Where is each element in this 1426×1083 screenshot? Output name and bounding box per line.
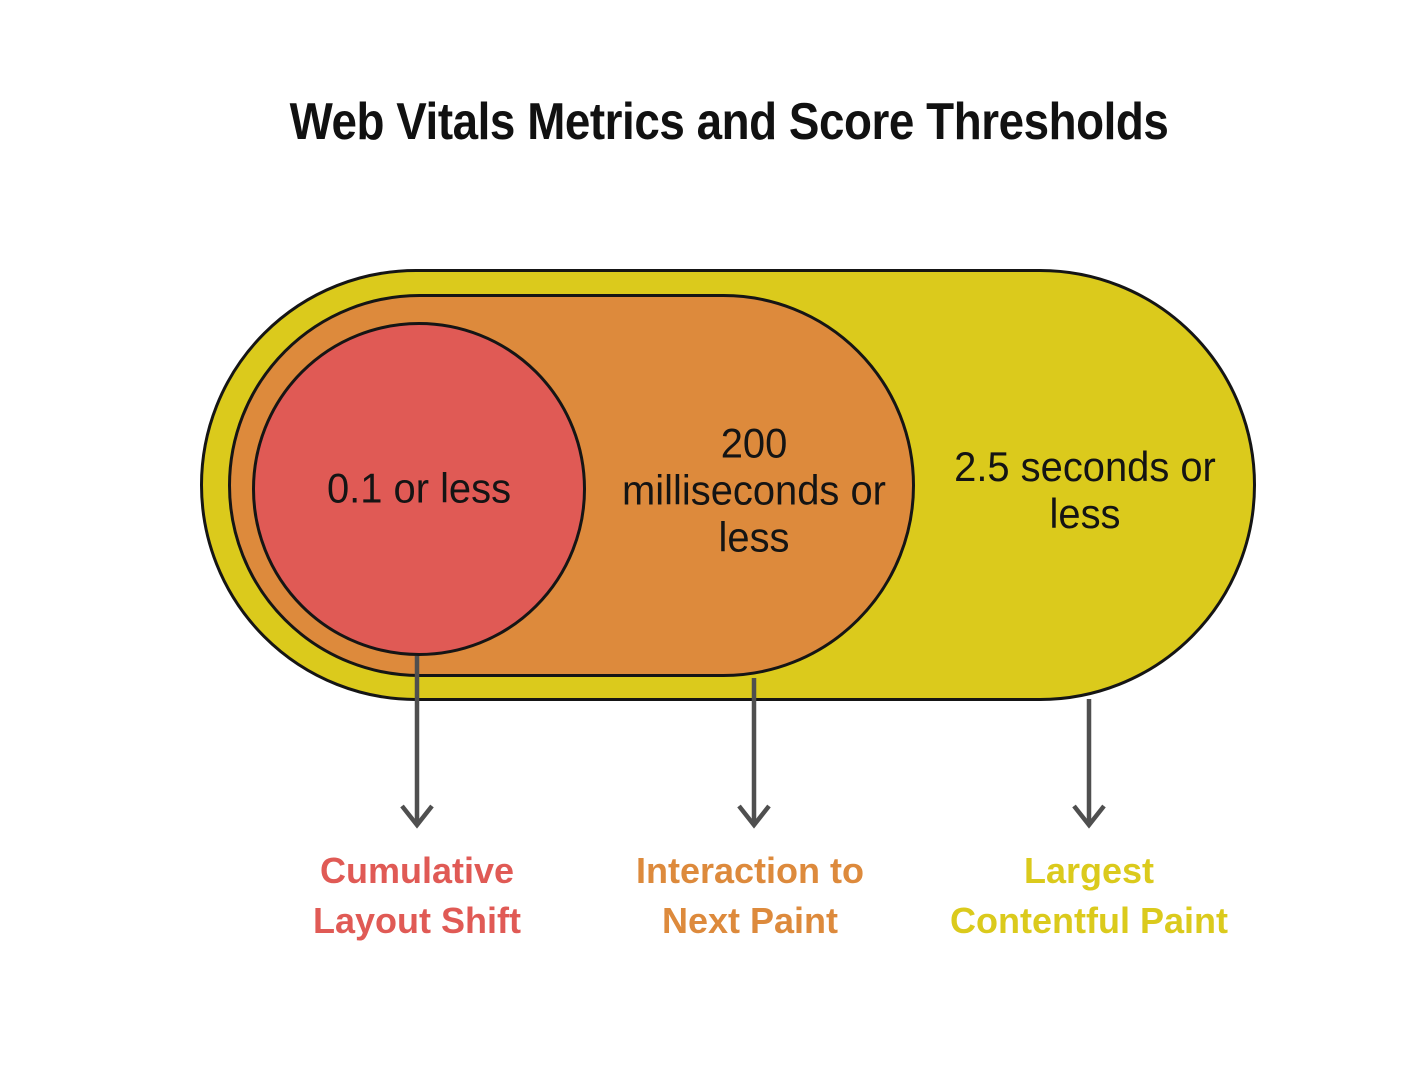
cls-threshold-label: 0.1 or less bbox=[326, 464, 512, 512]
inp-metric-name: Interaction to Next Paint bbox=[635, 850, 864, 941]
page-title: Web Vitals Metrics and Score Thresholds bbox=[289, 93, 1169, 151]
lcp-arrow bbox=[1072, 699, 1106, 829]
inp-threshold-label: 200 milliseconds or less bbox=[622, 419, 886, 561]
lcp-threshold-label: 2.5 seconds or less bbox=[954, 443, 1216, 537]
cls-metric-name: Cumulative Layout Shift bbox=[313, 850, 521, 941]
cls-circle-shape bbox=[252, 322, 586, 656]
lcp-metric-name: Largest Contentful Paint bbox=[950, 850, 1228, 941]
